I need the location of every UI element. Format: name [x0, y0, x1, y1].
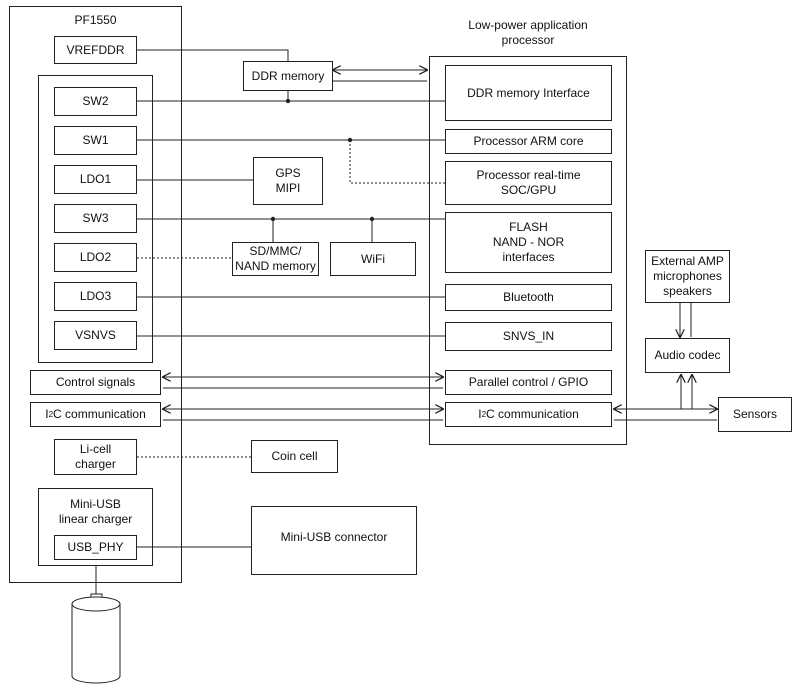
ddr-interface-block: DDR memory Interface — [445, 65, 612, 121]
junction-dot — [285, 98, 291, 104]
control-signals-block: Control signals — [30, 370, 161, 395]
flash-interfaces-block: FLASH NAND - NOR interfaces — [445, 212, 612, 273]
wifi-block: WiFi — [330, 242, 416, 276]
vrefddr-line — [137, 49, 289, 61]
usb-charger-label: Mini-USB linear charger — [58, 497, 133, 526]
pf1550-frame — [9, 6, 182, 583]
bluetooth-block: Bluetooth — [445, 284, 612, 311]
audio-codec-block: Audio codec — [645, 338, 730, 373]
sensors-block: Sensors — [718, 397, 792, 432]
ddr-memory-block: DDR memory — [243, 61, 333, 91]
usb-charger-frame — [38, 488, 153, 566]
arm-core-block: Processor ARM core — [445, 129, 612, 154]
processor-frame — [429, 56, 627, 445]
ldo1-block: LDO1 — [54, 165, 137, 194]
parallel-gpio-block: Parallel control / GPIO — [445, 370, 612, 395]
coin-cell-block: Coin cell — [251, 440, 338, 473]
pf1550-title: PF1550 — [74, 13, 117, 27]
regulator-group-frame — [38, 75, 153, 363]
vrefddr-block: VREFDDR — [54, 36, 137, 64]
realtime-soc-block: Processor real-time SOC/GPU — [445, 161, 612, 205]
ldo2-block: LDO2 — [54, 243, 137, 272]
sw1-block: SW1 — [54, 126, 137, 155]
sd-mmc-nand-block: SD/MMC/ NAND memory — [232, 242, 319, 276]
snvs-in-block: SNVS_IN — [445, 322, 612, 351]
battery-icon — [71, 593, 121, 684]
mini-usb-connector-block: Mini-USB connector — [251, 506, 417, 575]
gps-mipi-block: GPS MIPI — [253, 157, 323, 205]
vsnvs-block: VSNVS — [54, 321, 137, 350]
junction-dot — [369, 216, 375, 222]
external-amp-block: External AMP microphones speakers — [645, 250, 730, 303]
sw2-block: SW2 — [54, 87, 137, 116]
licell-charger-block: Li-cell charger — [54, 439, 137, 475]
sw3-block: SW3 — [54, 204, 137, 233]
processor-title: Low-power application processor — [468, 18, 588, 47]
junction-dot — [270, 216, 276, 222]
junction-dot — [347, 137, 353, 143]
ldo3-block: LDO3 — [54, 282, 137, 311]
usb-phy-block: USB_PHY — [54, 535, 137, 560]
